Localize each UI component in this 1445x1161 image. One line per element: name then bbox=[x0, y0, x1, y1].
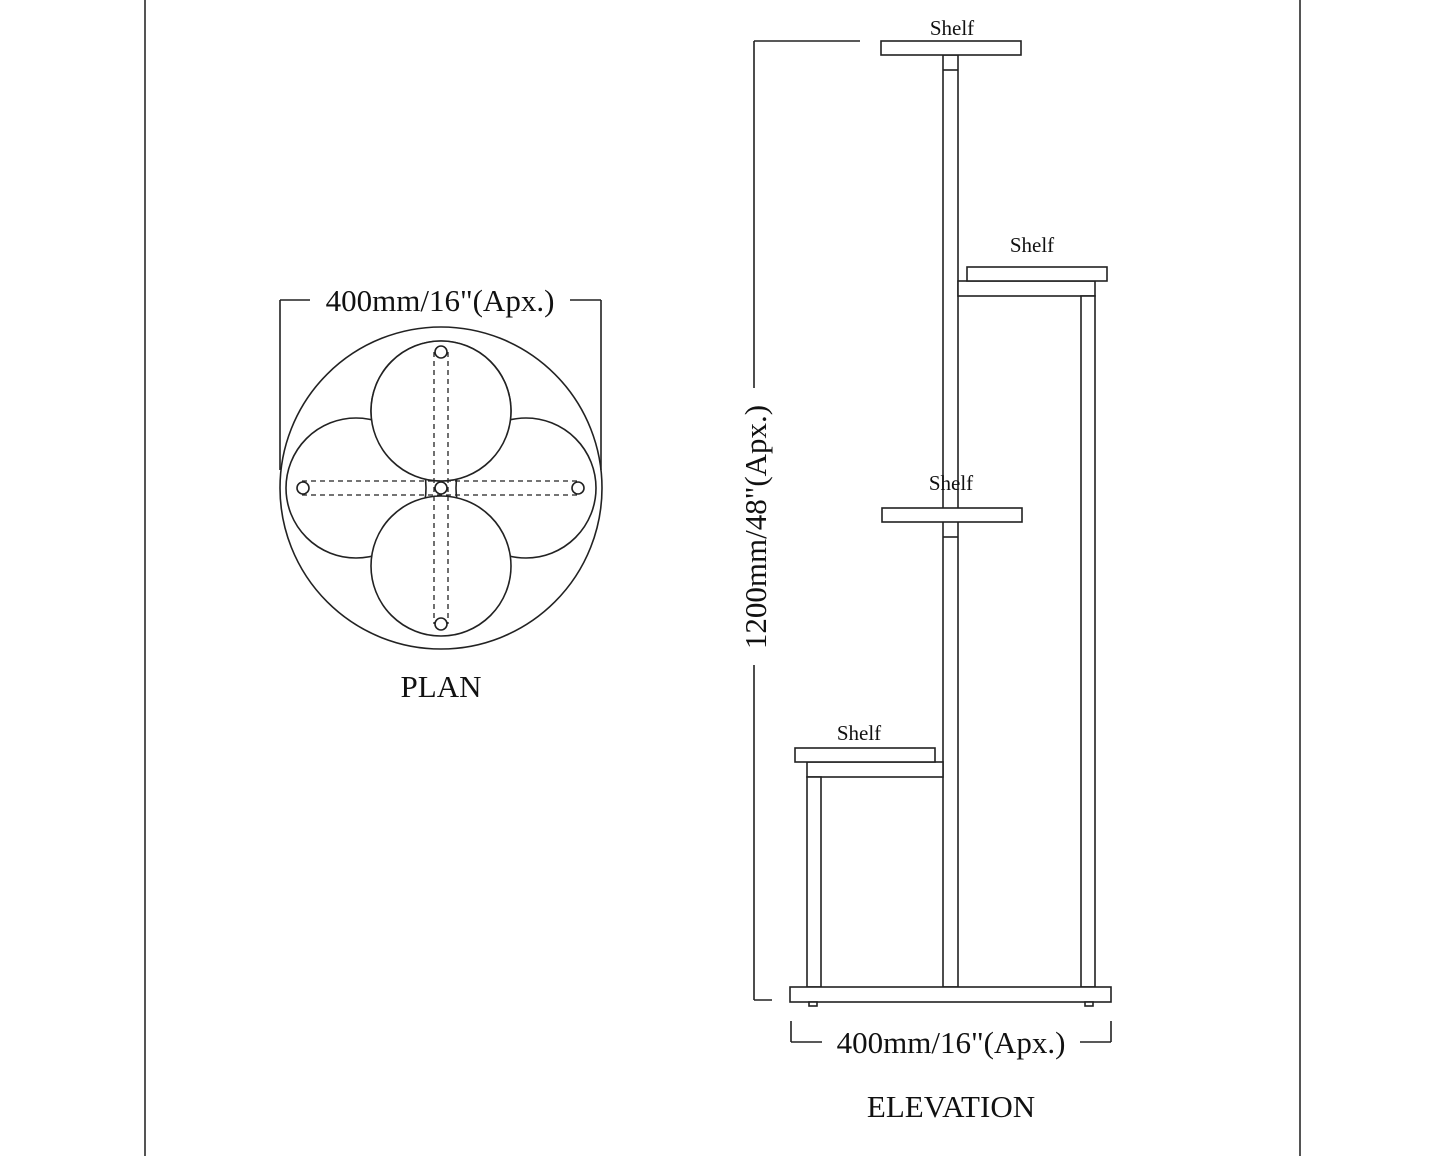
shelf-label: Shelf bbox=[837, 721, 881, 745]
shelf-lower-left: Shelf bbox=[794, 721, 936, 763]
elevation-width-dimension: 400mm/16"(Apx.) bbox=[790, 1021, 1112, 1060]
elevation-height-label: 1200mm/48"(Apx.) bbox=[738, 405, 773, 649]
plan-width-label: 400mm/16"(Apx.) bbox=[326, 283, 555, 318]
shelf-label: Shelf bbox=[930, 16, 974, 40]
elevation-height-dimension: 1200mm/48"(Apx.) bbox=[738, 40, 860, 1001]
right-frame bbox=[957, 280, 1096, 988]
plan-shelf-lobes bbox=[285, 340, 597, 637]
sheet-frame bbox=[144, 0, 1301, 1156]
left-frame bbox=[806, 761, 944, 988]
elevation-title: ELEVATION bbox=[867, 1089, 1035, 1124]
plan-title: PLAN bbox=[401, 669, 482, 704]
plan-base-circle bbox=[279, 326, 603, 650]
elevation-view: 1200mm/48"(Apx.) Shelf bbox=[738, 16, 1112, 1124]
elevation-width-label: 400mm/16"(Apx.) bbox=[837, 1025, 1066, 1060]
shelf-label: Shelf bbox=[1010, 233, 1054, 257]
plan-view: 400mm/16"(Apx.) PLAN bbox=[279, 283, 603, 704]
base-plate bbox=[789, 986, 1112, 1007]
shelf-top: Shelf bbox=[880, 16, 1022, 56]
plan-width-dimension: 400mm/16"(Apx.) bbox=[279, 283, 602, 470]
shelf-upper-right: Shelf bbox=[966, 233, 1108, 282]
shelf-label: Shelf bbox=[929, 471, 973, 495]
plan-support-arms bbox=[296, 345, 585, 631]
shelf-middle: Shelf bbox=[881, 471, 1023, 523]
